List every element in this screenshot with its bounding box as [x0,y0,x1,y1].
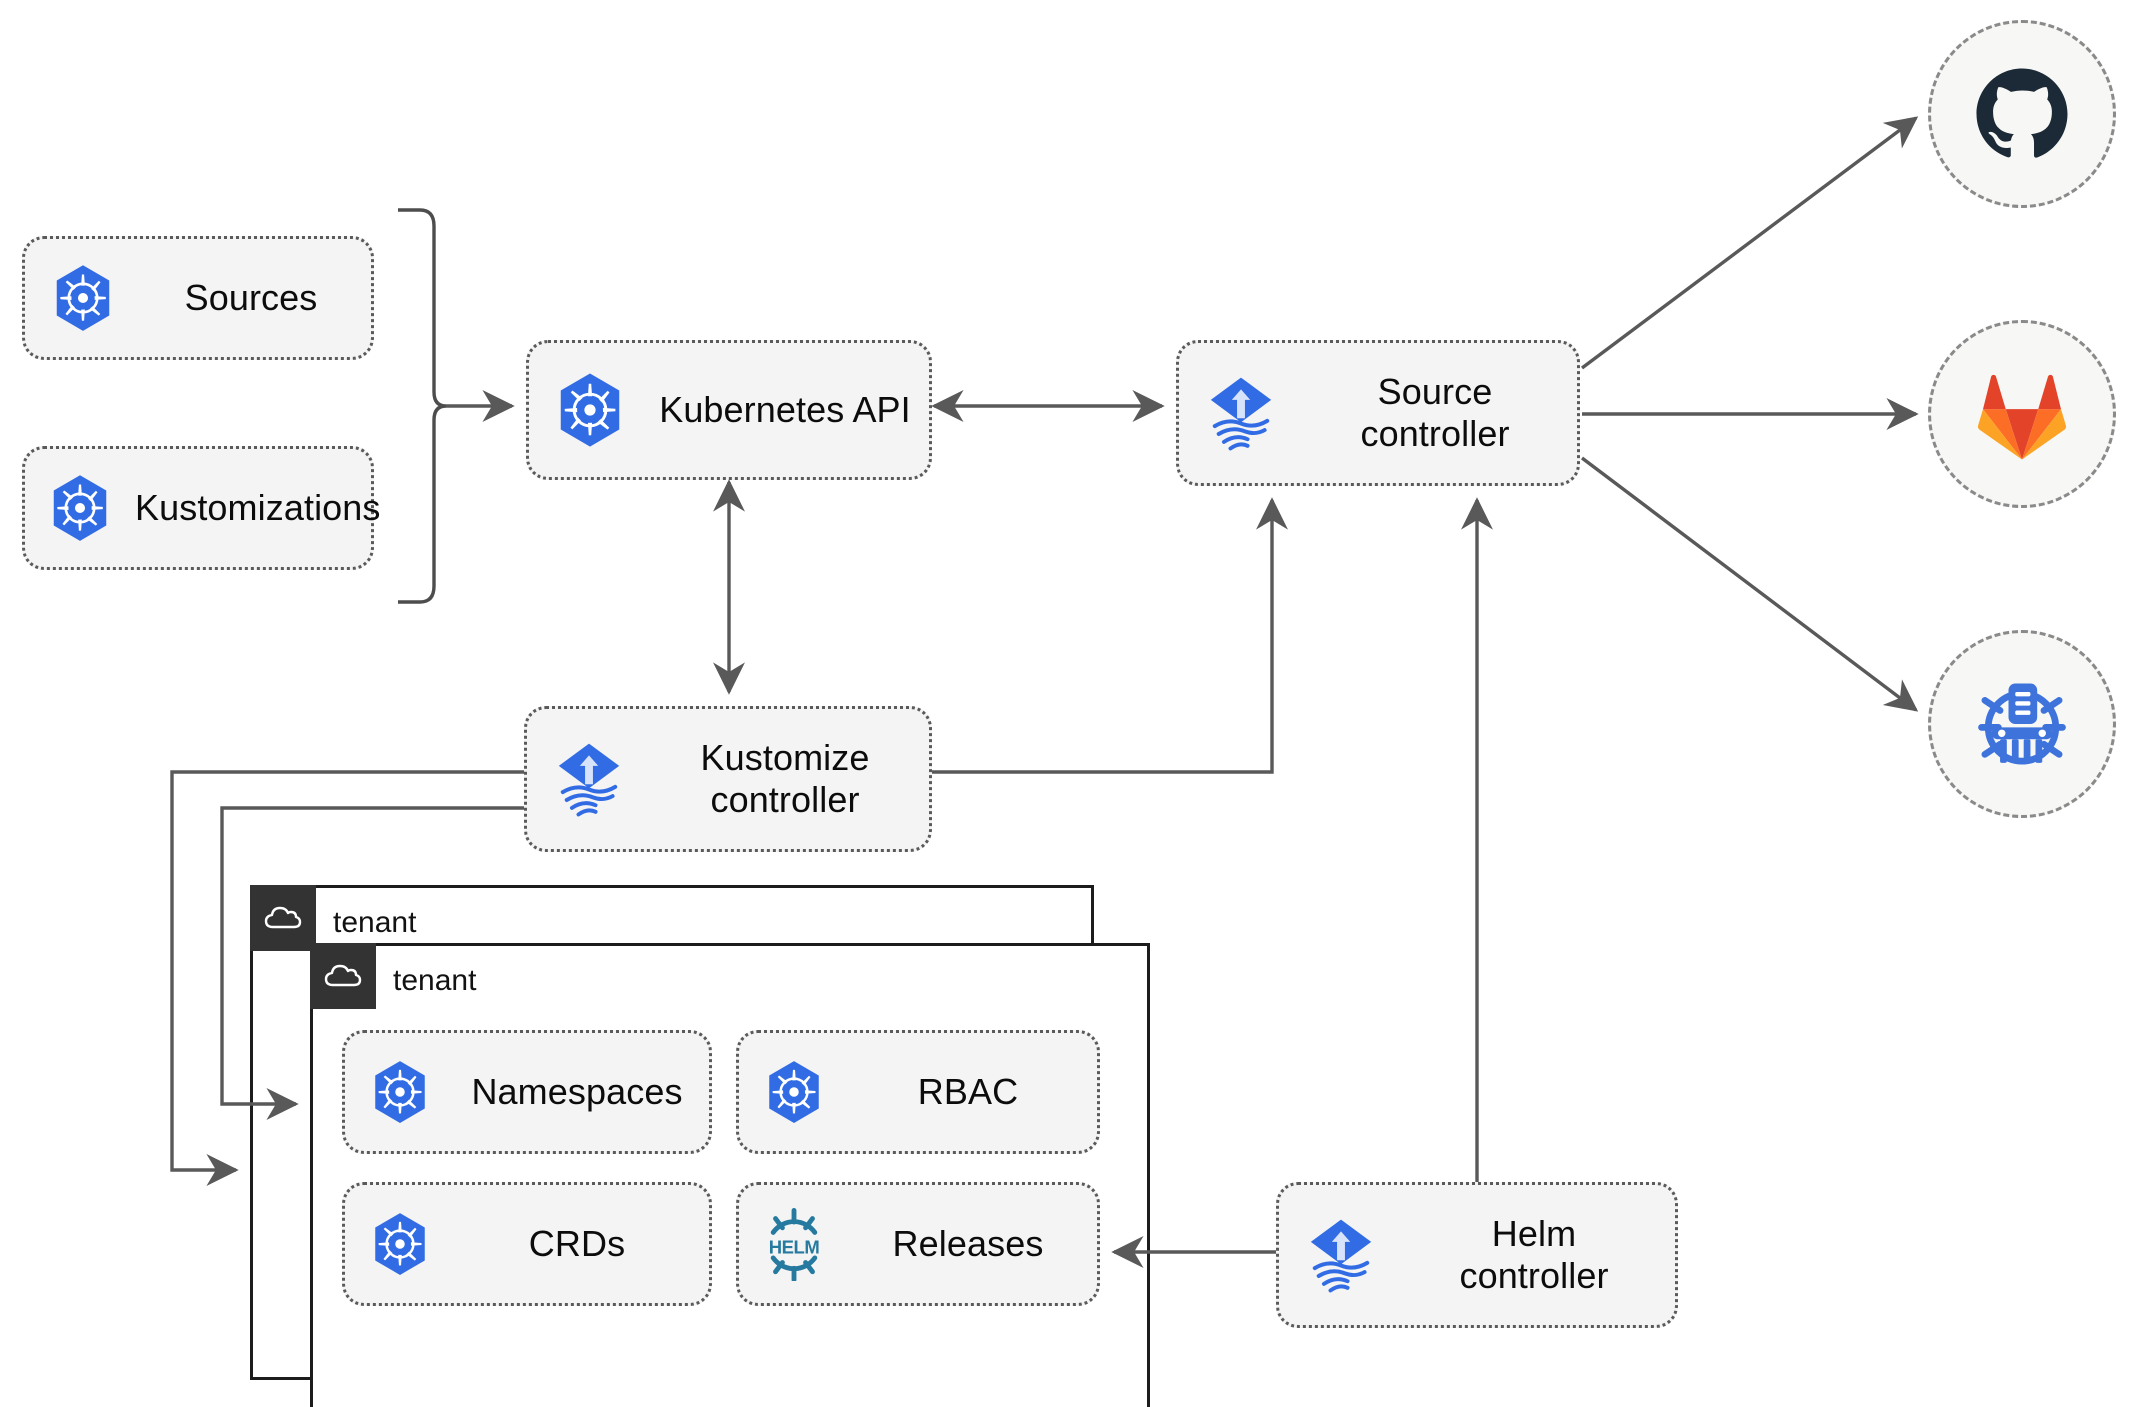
node-label: Namespaces [471,1070,683,1112]
cloud-icon [264,906,302,929]
gitlab-icon [1977,374,2067,460]
node-label: Sources [184,276,318,318]
node-label: RBAC [917,1070,1019,1112]
github-icon [1976,68,2068,158]
node-label: Releases [892,1222,1044,1264]
kubernetes-icon [739,1059,849,1125]
node-rbac[interactable]: RBAC [736,1030,1100,1154]
node-kustomize-controller[interactable]: Kustomize controller [524,706,932,852]
tenant-label: tenant [393,964,477,997]
tenant-tab [250,885,316,951]
tenant-tab [310,943,376,1009]
kubernetes-icon [25,263,141,333]
node-source-controller[interactable]: Source controller [1176,340,1580,486]
provider-gitlab[interactable] [1928,320,2116,508]
node-label: Kustomize controller [700,736,870,820]
edge-kustomize-controller-to-source-controller [932,497,1288,774]
cloud-icon [324,964,362,987]
node-namespaces[interactable]: Namespaces [342,1030,712,1154]
edge-source-controller-to-github [1580,116,1919,370]
flux-icon [527,737,651,821]
node-crds[interactable]: CRDs [342,1182,712,1306]
node-kustomizations[interactable]: Kustomizations [22,446,380,570]
bucket-icon [1978,683,2066,765]
node-sources[interactable]: Sources [22,236,374,360]
sources-bracket [398,208,447,604]
node-label: Source controller [1360,370,1510,454]
node-kubernetes-api[interactable]: Kubernetes API [526,340,932,480]
provider-github[interactable] [1928,20,2116,208]
provider-bucket[interactable] [1928,630,2116,818]
node-label: Helm controller [1459,1212,1609,1296]
flux-icon [1279,1213,1403,1297]
helm-icon: HELM [739,1207,849,1281]
edge-source-controller-to-bucket [1580,456,1919,712]
kubernetes-icon [529,371,651,449]
svg-text:HELM: HELM [769,1236,820,1257]
kubernetes-icon [345,1211,455,1277]
node-label: Kustomizations [135,486,381,528]
kubernetes-icon [345,1059,455,1125]
node-label: CRDs [528,1222,626,1264]
tenant-label: tenant [333,906,417,939]
tenant-panel-front[interactable]: tenant [310,943,1150,1407]
node-releases[interactable]: HELM Releases [736,1182,1100,1306]
node-helm-controller[interactable]: Helm controller [1276,1182,1678,1328]
kubernetes-icon [25,473,135,543]
flux-icon [1179,371,1303,455]
node-label: Kubernetes API [659,388,911,430]
